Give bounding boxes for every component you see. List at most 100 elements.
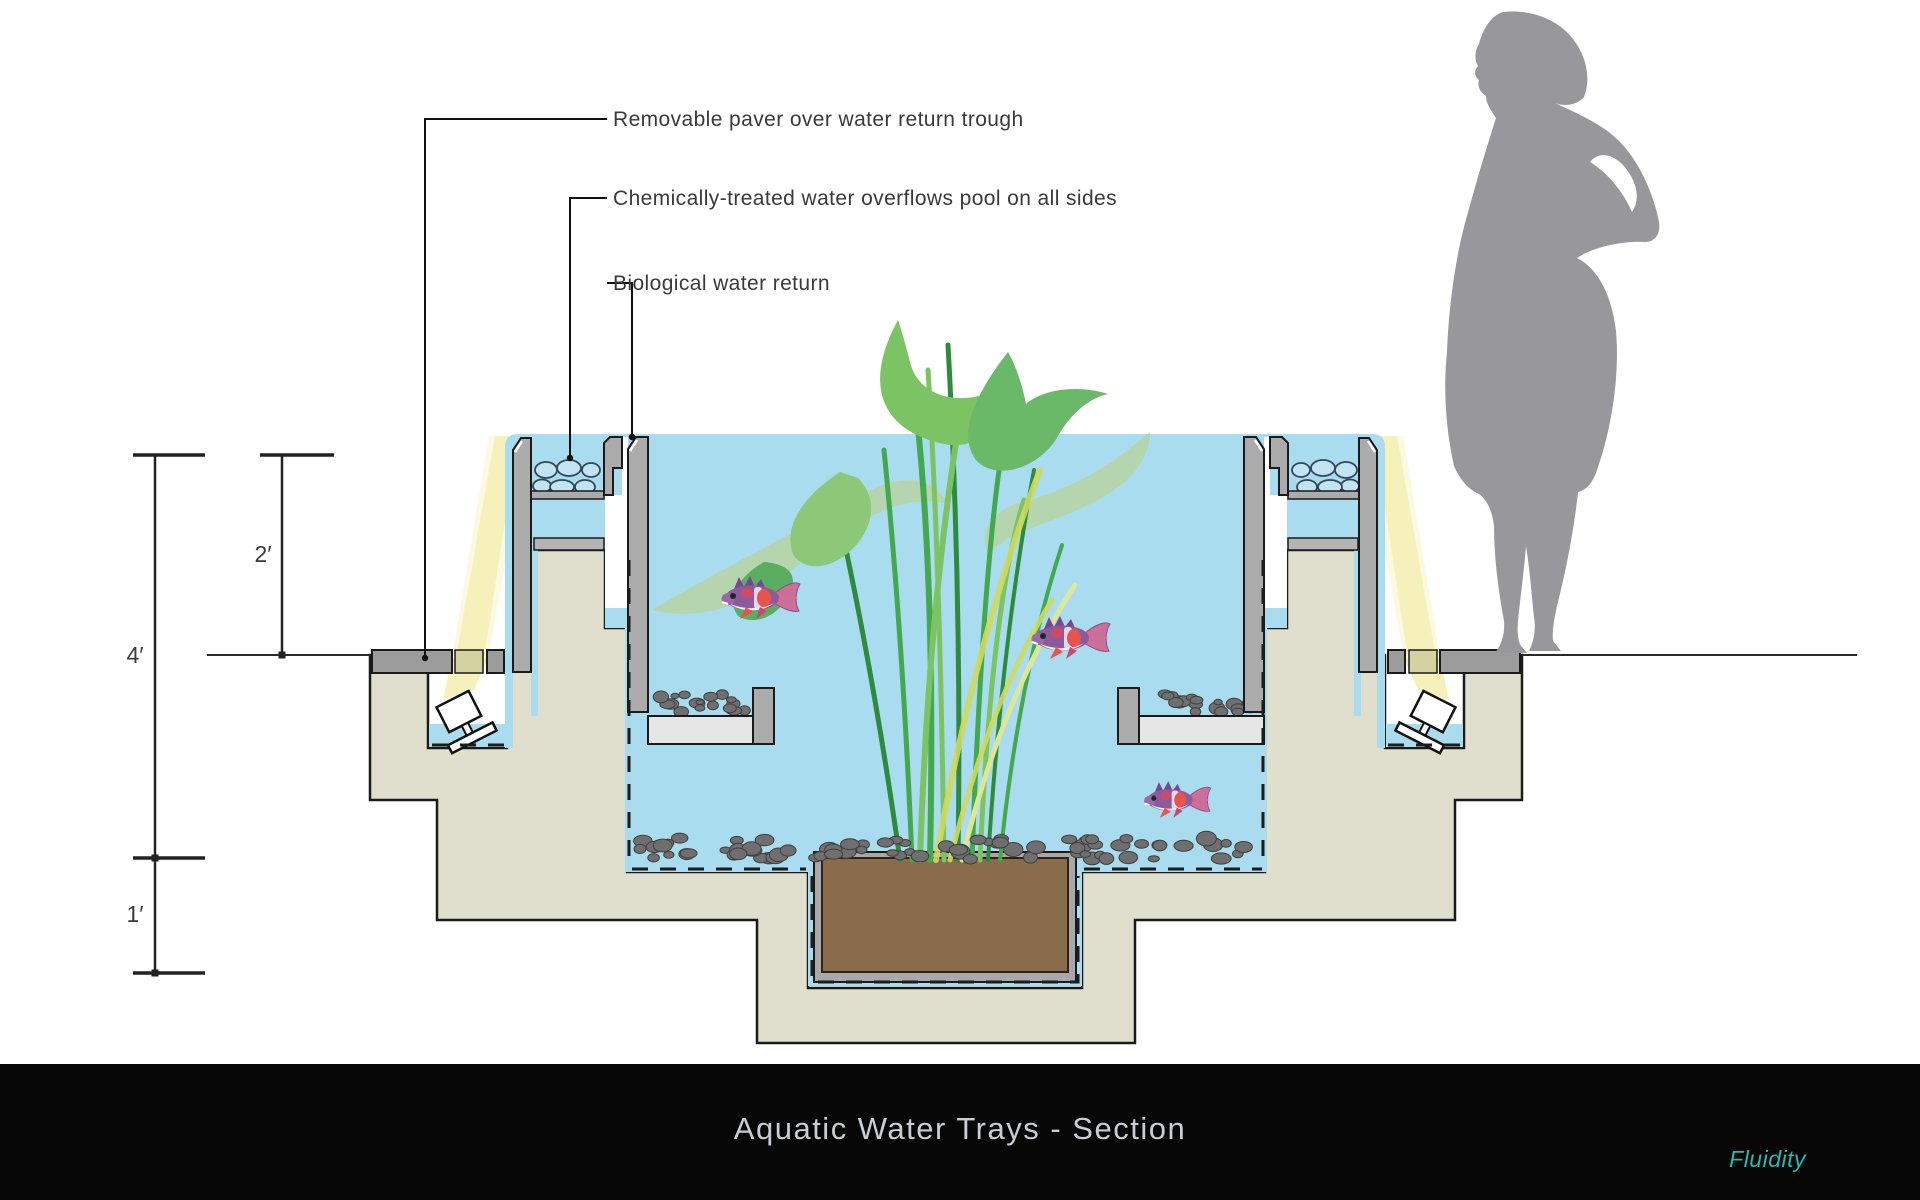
pebble (695, 699, 705, 706)
pebble (876, 837, 895, 848)
liner-pit (810, 876, 1080, 984)
right-lit-grate (1408, 649, 1438, 674)
pebble (706, 700, 719, 711)
grass-blade (998, 543, 1064, 862)
deck-pavers (371, 649, 1521, 674)
rock (1310, 459, 1336, 477)
rock (556, 459, 582, 477)
right-rock-shelf (1287, 490, 1362, 500)
planter-soil (821, 857, 1069, 973)
callout-biological-return: Biological water return (613, 272, 830, 295)
left-removable-paver (371, 649, 453, 674)
broad-leaf-top (880, 320, 994, 446)
left-weir-post (603, 436, 623, 496)
leader-dot (421, 654, 429, 662)
right-return-water (1265, 606, 1287, 628)
overflow-rocks (532, 459, 1360, 495)
gravel-tray-left (652, 689, 751, 718)
pebble (1210, 852, 1232, 865)
pebble (670, 692, 680, 700)
pebble (824, 848, 844, 860)
pebble (1189, 695, 1204, 705)
broad-leaf-upper-right (968, 352, 1108, 471)
left-outer-wall-highlight (513, 440, 524, 453)
right-tray-bracket (1117, 687, 1140, 745)
left-rock-shelf (530, 490, 605, 500)
left-lit-grate (454, 649, 484, 674)
pebble (910, 850, 930, 863)
broad-leaf-left (790, 472, 872, 567)
rock (581, 462, 601, 478)
right-removable-paver (1439, 649, 1521, 674)
dim-node (278, 651, 286, 659)
pebble (671, 832, 689, 844)
grass-blade (842, 542, 903, 863)
left-inner-wall (627, 436, 649, 713)
dim-label-1ft: 1′ (126, 901, 143, 927)
leader-removable-paver (424, 118, 607, 655)
right-column-cap (1287, 537, 1359, 551)
pebble (678, 690, 691, 700)
pebble (1213, 698, 1223, 706)
pebble (1173, 839, 1194, 852)
footer-bar: Aquatic Water Trays - Section Fluidity (0, 1064, 1920, 1200)
rock (1334, 461, 1358, 479)
leader-dot (566, 454, 574, 462)
right-small-paver (1387, 649, 1406, 674)
pebble (1195, 830, 1217, 847)
right-return-void (1265, 495, 1287, 608)
right-weir-post (1269, 436, 1289, 496)
dim-node (151, 854, 159, 862)
grass-blade (881, 447, 915, 863)
pebble (969, 834, 987, 845)
left-return-water (605, 606, 627, 628)
pebble (1079, 850, 1092, 858)
left-inner-wall-highlight (628, 439, 639, 452)
gravel-tray-right (1157, 689, 1259, 718)
pebble (722, 703, 737, 714)
pebble (754, 833, 775, 847)
pebble (1147, 855, 1160, 863)
pebble (1234, 841, 1253, 853)
dim-node (151, 969, 159, 977)
waterproof-liner (432, 560, 1460, 984)
water-surface-band (505, 434, 1385, 545)
left-beam-upper (456, 436, 518, 658)
pebble (1220, 839, 1232, 848)
right-overflow-sheet (1377, 540, 1385, 748)
left-wall-channel (531, 545, 538, 716)
pebble (725, 696, 737, 704)
right-wall-channel (1354, 545, 1361, 716)
pebble (1026, 840, 1046, 855)
pebble (1134, 839, 1150, 849)
footer-background (0, 1064, 1920, 1200)
pebble (962, 853, 978, 865)
pebble (1118, 850, 1139, 865)
right-outer-wall (1358, 437, 1378, 673)
pebble (729, 847, 748, 861)
pebble (856, 845, 868, 855)
pebble (1161, 691, 1175, 701)
left-small-paver (486, 649, 505, 674)
biological-trays (647, 687, 1265, 745)
woman-silhouette (1445, 11, 1660, 653)
pebble (633, 843, 647, 855)
aquatic-plants (652, 320, 1150, 863)
pebble (663, 850, 675, 859)
pebble (840, 838, 860, 851)
pebble (1152, 839, 1168, 852)
left-column-cap (533, 537, 605, 551)
pool-walls (512, 436, 1378, 713)
grass-blade (933, 467, 1043, 863)
leader-dot (628, 433, 636, 441)
grass-blade (912, 397, 935, 863)
right-beam-upper (1374, 436, 1436, 658)
callout-removable-paver: Removable paver over water return trough (613, 108, 1024, 131)
pebble (647, 853, 660, 863)
planter (813, 851, 1077, 983)
callout-leaders (421, 118, 636, 662)
leader-biological-return (607, 282, 633, 434)
pebble (1003, 842, 1024, 857)
